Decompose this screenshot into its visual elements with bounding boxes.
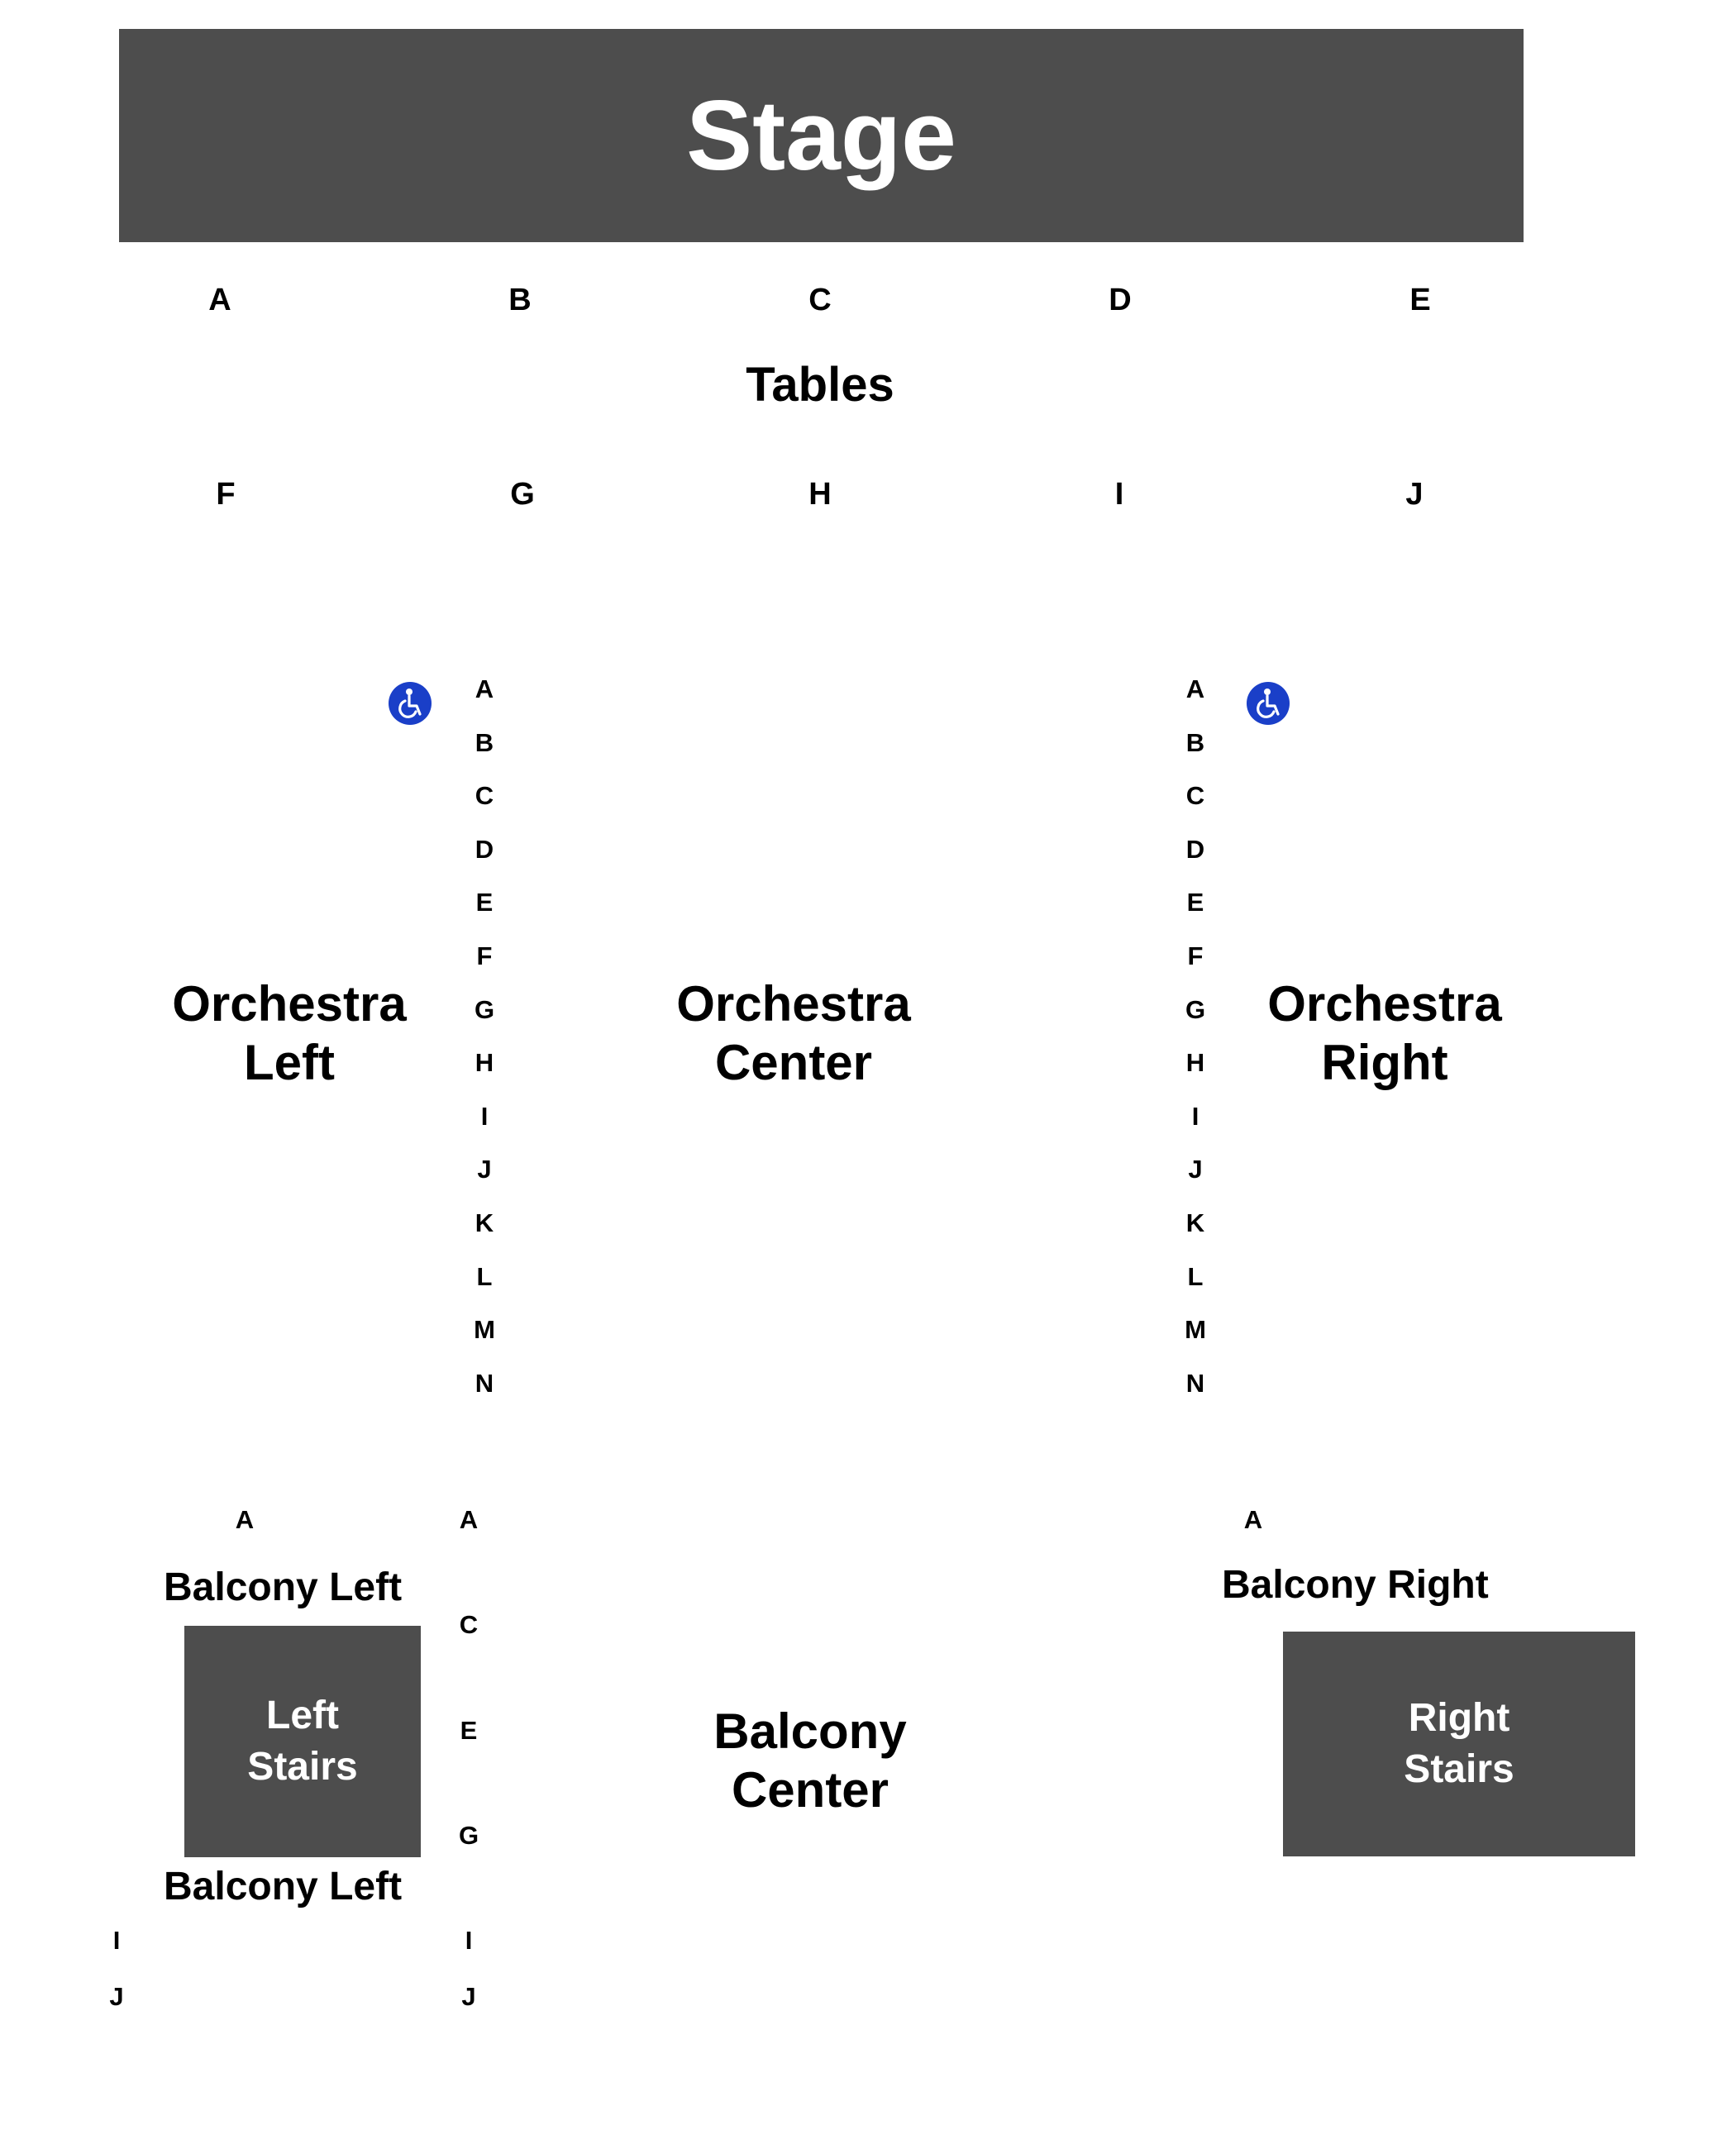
- orchestra-right-row-12: M: [1185, 1315, 1206, 1345]
- table-d[interactable]: D: [1109, 283, 1132, 317]
- table-g[interactable]: G: [510, 477, 535, 512]
- orchestra-left-row-12: M: [474, 1315, 495, 1345]
- orchestra-left-row-5: F: [476, 941, 493, 970]
- section-orchestra-left[interactable]: Orchestra Left: [172, 976, 407, 1090]
- table-a[interactable]: A: [208, 283, 231, 317]
- left-stairs: Left Stairs: [184, 1626, 421, 1857]
- orchestra-right-row-0: A: [1185, 674, 1205, 703]
- balcony-center-row-2: E: [460, 1716, 478, 1745]
- balcony-center-row-1: C: [459, 1610, 479, 1639]
- right-stairs: Right Stairs: [1283, 1632, 1635, 1856]
- table-h[interactable]: H: [808, 477, 832, 512]
- wheelchair-icon: [389, 682, 432, 725]
- stage: Stage: [119, 29, 1524, 242]
- orchestra-right-row-7: H: [1185, 1048, 1205, 1078]
- orchestra-left-row-8: I: [480, 1101, 489, 1131]
- balcony-left-row-j: J: [109, 1982, 124, 2011]
- orchestra-right-row-8: I: [1191, 1101, 1199, 1131]
- orchestra-left-row-13: N: [475, 1368, 494, 1398]
- orchestra-left-row-10: K: [475, 1208, 494, 1237]
- orchestra-right-row-4: E: [1186, 888, 1204, 917]
- orchestra-left-row-7: H: [475, 1048, 494, 1078]
- section-balcony-left-bottom[interactable]: Balcony Left: [164, 1865, 403, 1908]
- table-e[interactable]: E: [1409, 283, 1431, 317]
- orchestra-left-row-2: C: [475, 781, 494, 811]
- balcony-center-row-4: I: [465, 1926, 473, 1955]
- orchestra-left-row-11: L: [476, 1261, 493, 1291]
- orchestra-left-row-6: G: [474, 994, 495, 1024]
- table-f[interactable]: F: [216, 477, 236, 512]
- section-balcony-center[interactable]: Balcony Center: [713, 1703, 907, 1818]
- orchestra-right-row-5: F: [1187, 941, 1204, 970]
- orchestra-right-row-13: N: [1185, 1368, 1205, 1398]
- section-balcony-left-top[interactable]: Balcony Left: [164, 1565, 403, 1609]
- section-orchestra-center[interactable]: Orchestra Center: [676, 976, 911, 1090]
- balcony-center-row-5: J: [461, 1982, 476, 2011]
- balcony-center-row-3: G: [458, 1821, 479, 1850]
- orchestra-right-row-11: L: [1187, 1261, 1204, 1291]
- orchestra-left-row-0: A: [475, 674, 494, 703]
- orchestra-right-row-9: J: [1188, 1155, 1203, 1184]
- orchestra-left-row-1: B: [475, 727, 494, 757]
- balcony-left-row-a: A: [235, 1505, 255, 1534]
- balcony-left-row-i: I: [112, 1926, 121, 1955]
- orchestra-left-row-3: D: [475, 834, 494, 864]
- section-orchestra-right[interactable]: Orchestra Right: [1267, 976, 1502, 1090]
- orchestra-right-row-2: C: [1185, 781, 1205, 811]
- orchestra-left-row-9: J: [477, 1155, 492, 1184]
- tables-label: Tables: [746, 358, 894, 412]
- orchestra-right-row-10: K: [1185, 1208, 1205, 1237]
- orchestra-right-row-1: B: [1185, 727, 1205, 757]
- balcony-center-row-0: A: [459, 1505, 479, 1534]
- orchestra-right-row-3: D: [1185, 834, 1205, 864]
- orchestra-right-row-6: G: [1185, 994, 1206, 1024]
- orchestra-left-row-4: E: [475, 888, 494, 917]
- balcony-right-row-a: A: [1243, 1505, 1263, 1534]
- table-b[interactable]: B: [508, 283, 532, 317]
- wheelchair-icon: [1247, 682, 1290, 725]
- section-balcony-right[interactable]: Balcony Right: [1222, 1563, 1489, 1607]
- table-i[interactable]: I: [1114, 477, 1124, 512]
- table-j[interactable]: J: [1405, 477, 1424, 512]
- table-c[interactable]: C: [808, 283, 832, 317]
